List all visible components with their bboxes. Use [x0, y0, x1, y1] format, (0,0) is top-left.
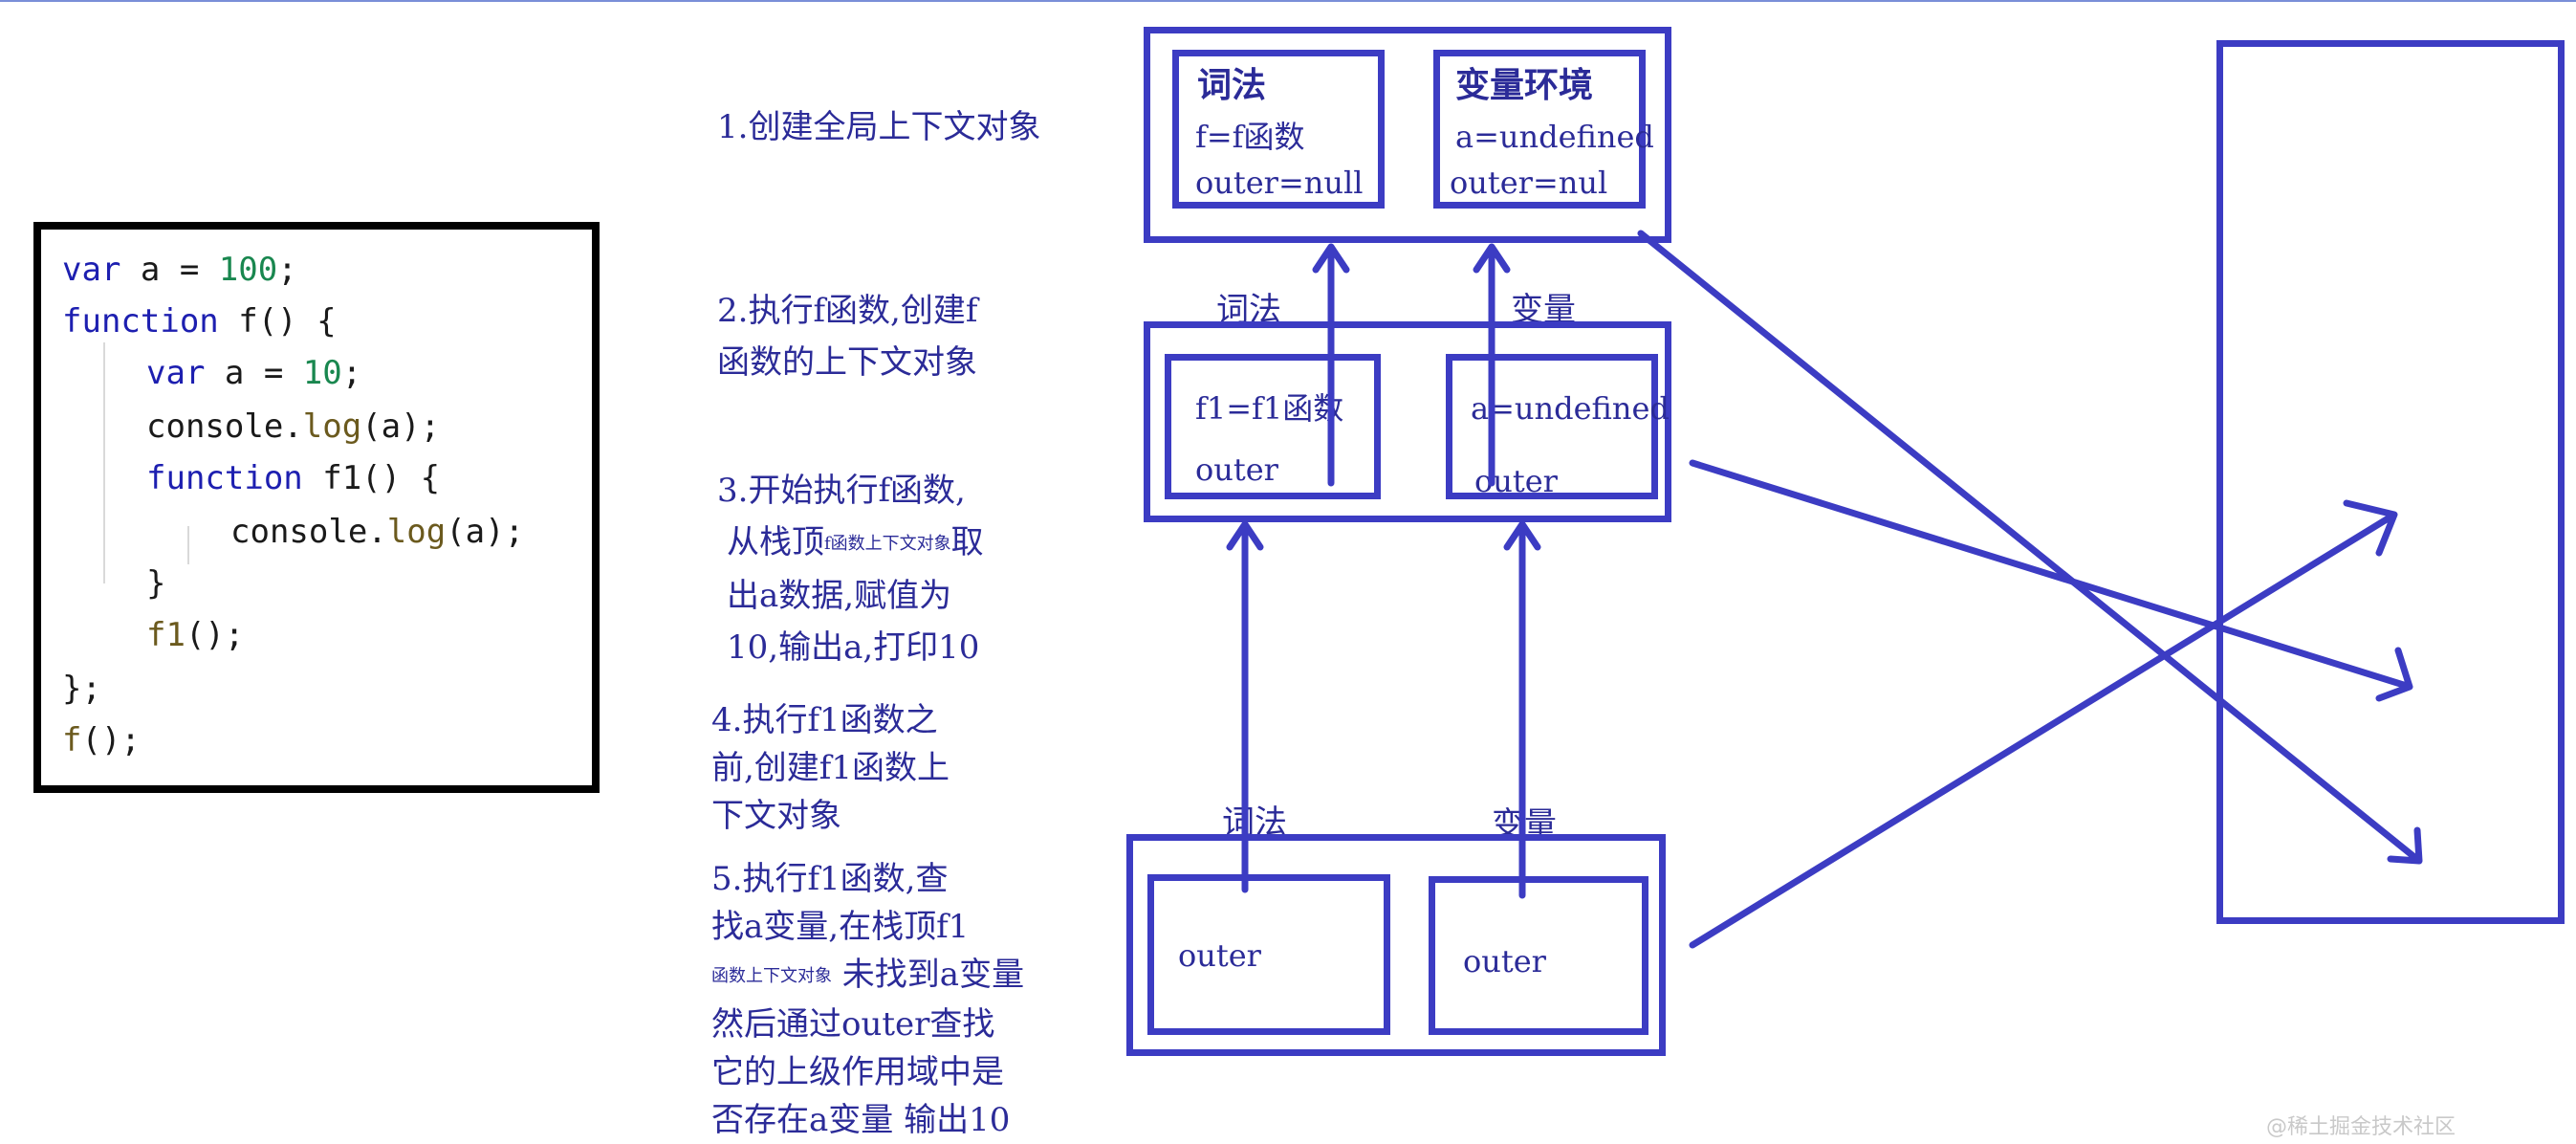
code-keyword: function — [146, 459, 303, 497]
code-text: }; — [62, 670, 101, 708]
code-text: } — [146, 564, 166, 603]
f1-variable-line: outer — [1463, 943, 1546, 979]
code-line-3: var a = 10; — [146, 354, 361, 392]
step-text: 4.执行f1函数之 — [711, 701, 938, 739]
f-lexical-outer-arrow — [1312, 243, 1350, 487]
step-text: 然后通过outer查找 — [711, 1005, 995, 1044]
global-lexical-title: 词法 — [1197, 65, 1267, 105]
code-text: a = — [205, 354, 303, 392]
code-function-name: f1 — [146, 616, 186, 654]
code-text: ; — [341, 354, 362, 392]
code-keyword: var — [62, 251, 121, 289]
code-number: 100 — [218, 251, 278, 289]
step-text: 3.开始执行f函数, — [717, 472, 966, 510]
step-text: 否存在a变量 输出10 — [711, 1101, 1011, 1139]
step-5-note: 5.执行f1函数,查 找a变量,在栈顶f1 函数上下文对象 未找到a变量 然后通… — [711, 855, 1024, 1144]
step-1-note: 1.创建全局上下文对象 — [717, 101, 1040, 153]
code-function-name: f — [62, 721, 82, 759]
step-text: 出a数据,赋值为 — [727, 577, 952, 615]
f1-to-stack-arrow — [1689, 499, 2398, 949]
step-text: 下文对象 — [711, 797, 841, 835]
code-line-9: }; — [62, 670, 101, 708]
global-lexical-env — [1172, 50, 1385, 209]
step-text: 10,输出a,打印10 — [727, 628, 980, 667]
f-variable-line: a=undefined — [1471, 390, 1670, 427]
step-text: 1.创建全局上下文对象 — [717, 108, 1041, 146]
code-function-name: log — [302, 407, 362, 446]
f-to-stack-arrow — [1689, 459, 2413, 702]
global-variable-line: a=undefined — [1455, 119, 1654, 155]
f-variable-outer-arrow — [1473, 243, 1511, 487]
code-line-5: function f1() { — [146, 459, 440, 497]
global-lexical-line: outer=null — [1195, 165, 1364, 201]
code-text: f() { — [218, 302, 337, 341]
global-lexical-line: f=f函数 — [1195, 119, 1305, 155]
f1-lexical-env — [1147, 874, 1390, 1035]
call-stack-box — [2216, 40, 2565, 924]
global-variable-line: outer=nul — [1450, 165, 1608, 201]
code-function-name: log — [386, 513, 447, 551]
f1-context-box — [1126, 834, 1666, 1056]
step-text: 找a变量,在栈顶f1 — [711, 908, 970, 946]
code-line-2: function f() { — [62, 302, 337, 341]
f1-lexical-line: outer — [1178, 937, 1261, 974]
indent-guide — [187, 526, 189, 564]
code-text: (); — [185, 616, 245, 654]
f-context-box — [1144, 321, 1671, 522]
code-line-4: console.log(a); — [146, 407, 440, 446]
step-text: 5.执行f1函数,查 — [711, 860, 949, 898]
global-variable-title: 变量环境 — [1455, 65, 1594, 105]
code-line-10: f(); — [62, 721, 141, 759]
step-text-part: 取 — [950, 523, 984, 561]
step-text-part: 从栈顶 — [727, 523, 824, 561]
code-line-7: } — [146, 564, 165, 603]
code-text: (a); — [446, 513, 525, 551]
code-text: console. — [146, 407, 303, 446]
code-number: 10 — [302, 354, 342, 392]
watermark: @稀土掘金技术社区 — [2266, 1115, 2456, 1139]
f1-variable-outer-arrow — [1503, 520, 1541, 899]
f-variable-env — [1446, 354, 1658, 499]
step-text: 2.执行f函数,创建f — [717, 292, 978, 330]
code-line-6: console.log(a); — [230, 513, 524, 551]
f-lexical-env — [1165, 354, 1381, 499]
step-text: 它的上级作用域中是 — [711, 1053, 1004, 1091]
top-border — [0, 0, 2576, 2]
code-text: console. — [230, 513, 387, 551]
step-text: 函数的上下文对象 — [717, 343, 977, 382]
step-text-small: 函数上下文对象 — [711, 966, 832, 986]
step-4-note: 4.执行f1函数之 前,创建f1函数上 下文对象 — [711, 696, 950, 840]
step-2-note: 2.执行f函数,创建f 函数的上下文对象 — [717, 285, 977, 388]
global-context-box — [1144, 27, 1671, 243]
code-panel: var a = 100; function f() { var a = 10; … — [33, 222, 600, 793]
step-text: 从栈顶f函数上下文对象取 — [717, 517, 984, 570]
step-3-note: 3.开始执行f函数, 从栈顶f函数上下文对象取 出a数据,赋值为 10,输出a,… — [717, 465, 984, 673]
f1-lexical-outer-arrow — [1226, 520, 1264, 893]
code-text: (a); — [361, 407, 441, 446]
f1-variable-env — [1429, 876, 1648, 1035]
code-text: a = — [120, 251, 219, 289]
step-text-part: 未找到a变量 — [832, 956, 1025, 994]
code-keyword: function — [62, 302, 219, 341]
step-text: 函数上下文对象 未找到a变量 — [711, 951, 1024, 1001]
global-variable-env — [1433, 50, 1646, 209]
code-text: (); — [81, 721, 141, 759]
f-variable-line: outer — [1474, 463, 1558, 499]
global-to-stack-arrow — [1637, 230, 2423, 865]
indent-guide — [103, 342, 105, 583]
step-text: 前,创建f1函数上 — [711, 749, 950, 787]
code-line-1: var a = 100; — [62, 251, 297, 289]
step-text-small: f函数上下文对象 — [824, 534, 951, 554]
code-text: f1() { — [302, 459, 441, 497]
f-lexical-line: f1=f1函数 — [1195, 390, 1344, 427]
f-lexical-line: outer — [1195, 451, 1278, 488]
code-keyword: var — [146, 354, 206, 392]
code-line-8: f1(); — [146, 616, 244, 654]
code-text: ; — [277, 251, 297, 289]
